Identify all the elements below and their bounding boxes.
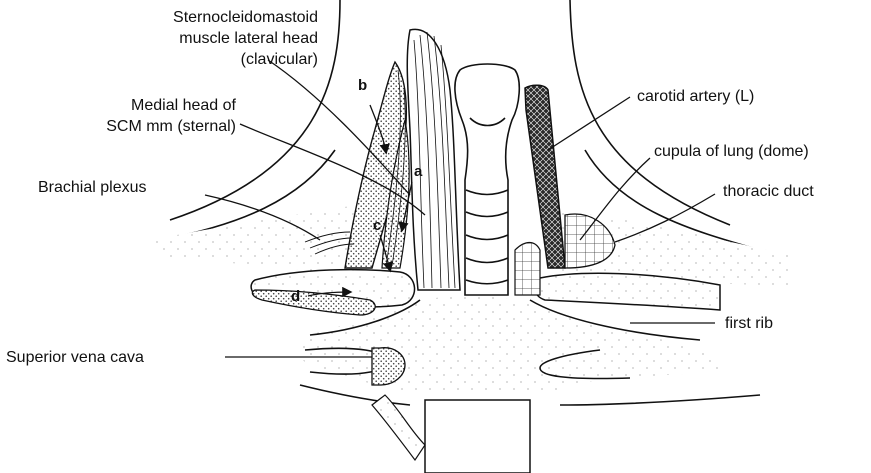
label-first-rib: first rib <box>725 315 773 332</box>
label-cupula-of-lung: cupula of lung (dome) <box>654 143 809 160</box>
label-scm-medial-2: SCM mm (sternal) <box>106 118 236 135</box>
label-scm-lateral-2: muscle lateral head <box>179 30 318 47</box>
label-b: b <box>358 77 367 94</box>
scm-sternal-head <box>407 29 460 290</box>
trachea <box>455 64 519 295</box>
rib-lower-right <box>560 395 760 405</box>
trachea-lower <box>425 400 530 473</box>
label-scm-lateral-1: Sternocleidomastoid <box>173 9 318 26</box>
label-superior-vena-cava: Superior vena cava <box>6 349 144 366</box>
label-d: d <box>291 288 300 305</box>
label-carotid-artery: carotid artery (L) <box>637 88 754 105</box>
label-brachial-plexus: Brachial plexus <box>38 179 147 196</box>
label-scm-medial-1: Medial head of <box>131 97 237 114</box>
label-a: a <box>414 163 423 180</box>
carotid-artery <box>525 85 565 268</box>
leader-carotid <box>548 97 630 150</box>
label-thoracic-duct: thoracic duct <box>723 183 814 200</box>
svc-vessel-lower <box>372 395 425 460</box>
label-c: c <box>373 217 381 234</box>
label-scm-lateral-3: (clavicular) <box>241 51 318 68</box>
left-lung-apex <box>515 243 540 296</box>
neck-right-outline <box>570 0 730 225</box>
